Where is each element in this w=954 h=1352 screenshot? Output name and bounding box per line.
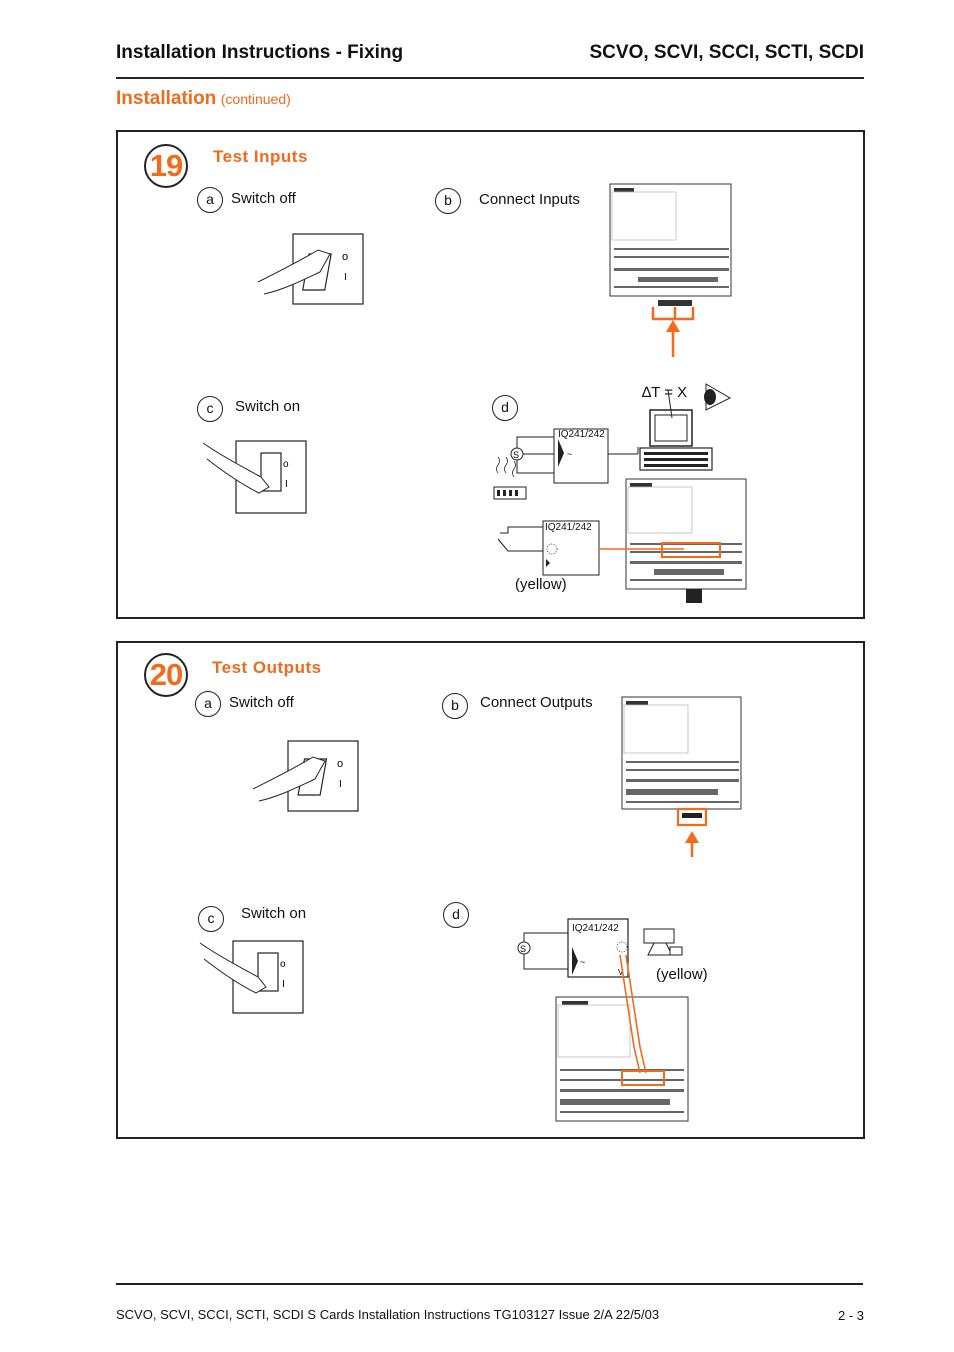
- document-title: Installation Instructions - Fixing: [116, 42, 404, 63]
- step-label-a: Switch off: [229, 694, 294, 711]
- header-rule: [116, 77, 864, 79]
- page-number: 2 - 3: [837, 1308, 864, 1323]
- footer-rule: [116, 1283, 863, 1285]
- step-label-a: Switch off: [231, 190, 296, 207]
- panel-title: Test Inputs: [213, 147, 308, 166]
- step-letter-d: d: [443, 902, 469, 928]
- step-letter-d: d: [492, 395, 518, 421]
- switch-on-mark: I: [339, 779, 342, 790]
- switch-on-illustration: o I: [199, 940, 304, 1014]
- device-label-bottom: IQ241/242: [545, 522, 592, 533]
- delta-t-label: ∆T = X: [642, 384, 688, 401]
- step-label-c: Switch on: [241, 905, 307, 922]
- device-label-top: IQ241/242: [558, 429, 605, 440]
- yellow-label: (yellow): [656, 966, 708, 983]
- controller-card-illustration: [609, 183, 732, 357]
- controller-card-illustration: [621, 696, 742, 857]
- yellow-label: (yellow): [515, 576, 567, 593]
- section-subtitle: (continued): [220, 91, 291, 107]
- test-outputs-wiring: ~ V S: [517, 918, 689, 1122]
- footer-text: SCVO, SCVI, SCCI, SCTI, SCDI S Cards Ins…: [116, 1307, 660, 1322]
- section-title: Installation: [116, 88, 217, 109]
- device-label: IQ241/242: [572, 923, 619, 934]
- step-letter-b: b: [442, 693, 468, 719]
- svg-text:V: V: [618, 968, 624, 977]
- section-heading: Installation (continued): [116, 88, 291, 110]
- switch-off-illustration: o I: [257, 233, 364, 305]
- switch-off-mark: o: [342, 251, 348, 263]
- switch-on-mark-c: I: [285, 479, 288, 490]
- switch-off-mark-c: o: [280, 959, 286, 970]
- step-label-c: Switch on: [235, 398, 301, 415]
- switch-on-mark-c: I: [282, 979, 285, 990]
- switch-on-illustration: o I: [202, 440, 307, 514]
- switch-off-mark-c: o: [283, 459, 289, 470]
- panel-test-inputs: 19 Test Inputs a Switch off o I b Connec…: [116, 130, 865, 619]
- panel-test-outputs: 20 Test Outputs a Switch off o I b Conne…: [116, 641, 865, 1139]
- test-inputs-wiring: ~ S: [493, 428, 747, 603]
- step-letter-c: c: [197, 396, 223, 422]
- switch-off-illustration: o I: [252, 740, 359, 812]
- svg-text:~: ~: [567, 449, 572, 459]
- switch-on-mark: I: [344, 272, 347, 283]
- step-letter-b: b: [435, 188, 461, 214]
- sensor-s-label: S: [513, 450, 519, 460]
- step-letter-a: a: [195, 691, 221, 717]
- step-number-19: 19: [144, 144, 188, 188]
- pc-monitor-illustration: [639, 383, 732, 471]
- step-number-20: 20: [144, 653, 188, 697]
- sensor-s-label: S: [520, 944, 526, 954]
- product-codes: SCVO, SCVI, SCCI, SCTI, SCDI: [589, 42, 865, 63]
- step-label-b: Connect Outputs: [480, 694, 593, 711]
- step-letter-a: a: [197, 187, 223, 213]
- panel-title: Test Outputs: [212, 658, 322, 677]
- step-letter-c: c: [198, 906, 224, 932]
- svg-text:~: ~: [580, 957, 585, 967]
- step-label-b: Connect Inputs: [479, 191, 580, 208]
- switch-off-mark: o: [337, 758, 343, 770]
